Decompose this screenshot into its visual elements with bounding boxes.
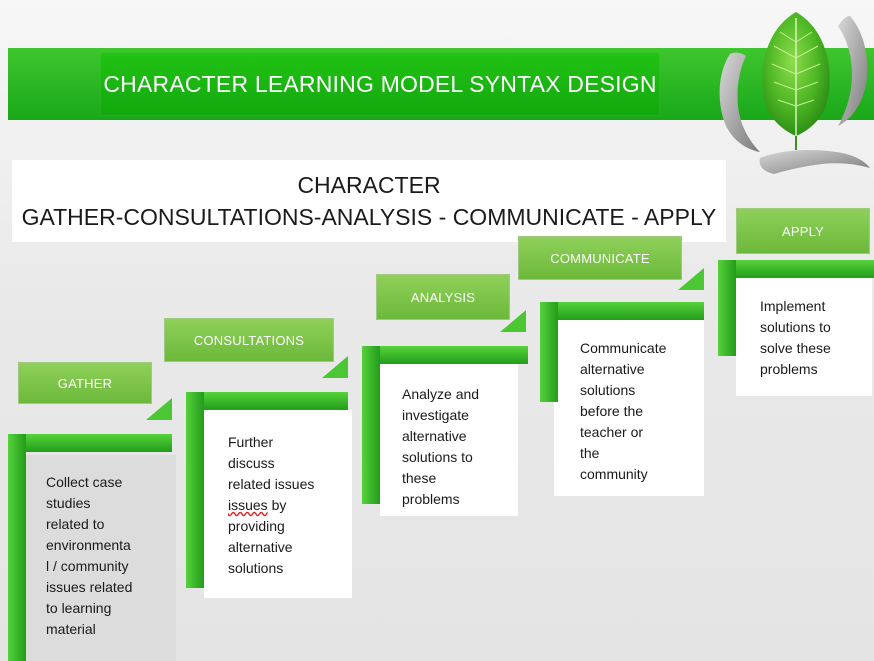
step-description-apply: Implement solutions to solve these probl… bbox=[760, 298, 831, 377]
step-description-consultations: Further discuss related issues issues by… bbox=[228, 432, 352, 579]
step-shape-consultations bbox=[186, 356, 348, 588]
step-description-box-gather bbox=[24, 455, 176, 661]
step-label-communicate: COMMUNICATE bbox=[518, 236, 682, 280]
step-description-box-consultations bbox=[204, 410, 352, 598]
spelling-flagged-word: issues bbox=[228, 497, 268, 513]
description-part-2: by providing alternative solutions bbox=[228, 497, 293, 576]
step-description-analysis: Analyze and investigate alternative solu… bbox=[402, 386, 480, 507]
step-description-gather: Collect case studies related to environm… bbox=[46, 474, 133, 637]
step-label-analysis: ANALYSIS bbox=[376, 274, 510, 320]
step-description-box-analysis bbox=[380, 364, 518, 516]
heading-subtitle: GATHER-CONSULTATIONS-ANALYSIS - COMMUNIC… bbox=[21, 204, 717, 230]
step-shape-analysis bbox=[362, 310, 528, 504]
heading-title: CHARACTER bbox=[297, 172, 441, 198]
leaf-hands-icon bbox=[719, 12, 870, 174]
step-shape-gather bbox=[8, 398, 172, 661]
step-description-communicate: Communicate alternative solutions before… bbox=[580, 340, 667, 482]
step-description-box-communicate bbox=[554, 320, 704, 496]
step-shape-communicate bbox=[540, 268, 704, 402]
step-description-box-apply bbox=[736, 276, 872, 396]
slide-title: CHARACTER LEARNING MODEL SYNTAX DESIGN bbox=[103, 71, 657, 97]
heading-panel: CHARACTER GATHER-CONSULTATIONS-ANALYSIS … bbox=[12, 160, 726, 242]
title-banner: CHARACTER LEARNING MODEL SYNTAX DESIGN bbox=[100, 52, 660, 116]
step-label-apply: APPLY bbox=[736, 208, 870, 254]
step-label-gather: GATHER bbox=[18, 362, 152, 404]
step-shape-apply bbox=[718, 260, 874, 356]
step-label-consultations: CONSULTATIONS bbox=[164, 318, 334, 362]
description-part-1: Further discuss related issues bbox=[228, 434, 315, 492]
